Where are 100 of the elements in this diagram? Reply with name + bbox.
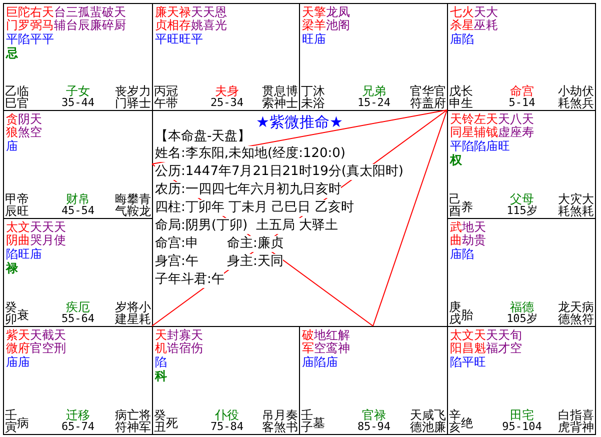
star-name: 天才 (498, 329, 510, 355)
stem-branch: 己酉 (449, 193, 461, 217)
deity-name: 官府 (434, 85, 446, 109)
brightness-row: 陷旺庙 (6, 248, 42, 261)
star-name: 天刑 (54, 329, 66, 355)
stem-branch: 丙午 (154, 85, 166, 109)
palace-name: 仆役 (215, 409, 239, 421)
star-name: 紫微 (6, 329, 18, 355)
deity-name: 官符 (410, 85, 422, 109)
brightness-row: 庙陷 (450, 33, 474, 46)
life-stage: 死 (166, 417, 178, 429)
sihua-mark: 忌 (6, 47, 18, 59)
palace-cell (152, 326, 300, 435)
star-name: 三台 (66, 6, 78, 32)
palace-name: 父母 (509, 193, 534, 205)
star-name: 地劫 (462, 221, 474, 247)
sihua-mark: 权 (450, 154, 462, 166)
star-name: 截空 (42, 329, 54, 355)
life-stage: 临官 (17, 85, 29, 109)
palace-cell (3, 3, 153, 111)
deity-name: 攀鞍 (127, 193, 139, 217)
brightness-row: 平陷平平 (6, 33, 54, 46)
star-name: 天福 (486, 329, 498, 355)
deity-name: 晦气 (115, 193, 127, 217)
star-name: 廉贞 (155, 6, 167, 32)
age-range: 105岁 (506, 313, 538, 325)
star-name: 旬空 (510, 329, 522, 355)
brightness-row: 陷平旺 (450, 356, 486, 369)
palace-cell (3, 110, 153, 219)
palace-cell (3, 218, 153, 327)
connector-line (372, 110, 448, 326)
sihua-mark: 禄 (6, 262, 18, 274)
chart-title: ★紫微推命★ (255, 114, 344, 130)
star-name: 大耗 (486, 6, 498, 32)
age-range: 75-84 (209, 421, 245, 433)
palace-name: 兄弟 (362, 85, 386, 97)
star-name: 擎羊 (314, 6, 326, 32)
deity-name: 大耗 (558, 193, 570, 217)
star-name: 地空 (314, 329, 326, 355)
stem-branch: 乙巳 (5, 85, 17, 109)
star-name: 贪狼 (6, 113, 18, 139)
deity-name: 博士 (286, 85, 298, 109)
star-name: 天魁 (474, 329, 486, 355)
life-stage: 冠带 (166, 85, 178, 109)
star-name: 太阳 (450, 329, 462, 355)
age-range: 35-44 (60, 97, 96, 109)
star-name: 阴煞 (18, 113, 30, 139)
star-name: 天钺 (486, 113, 498, 139)
palace-name: 官禄 (362, 409, 386, 421)
star-name: 禄存 (179, 6, 191, 32)
deity-name: 病符 (582, 301, 594, 325)
palace-name: 迁移 (66, 409, 90, 421)
star-name: 巨门 (6, 6, 18, 32)
palace-cell (447, 3, 596, 111)
stem-branch: 丁未 (301, 85, 313, 109)
palace-name: 命宫 (509, 85, 535, 97)
life-stage: 帝旺 (17, 193, 29, 217)
star-name: 太阴 (6, 221, 18, 247)
deity-name: 吊客 (262, 409, 274, 433)
age-range: 95-104 (501, 421, 543, 433)
star-name: 八座 (510, 113, 522, 139)
life-stage: 长生 (461, 85, 473, 109)
brightness-row: 平陷陷庙旺 (450, 140, 510, 153)
stem-branch: 戊申 (449, 85, 461, 109)
deity-name: 劫煞 (570, 85, 582, 109)
deity-name: 喜神 (582, 409, 594, 433)
brightness-row: 旺庙 (302, 33, 326, 46)
connector-line (152, 110, 448, 164)
star-name: 天姚 (191, 6, 203, 32)
sihua-mark: 科 (155, 370, 167, 382)
life-stage: 胎 (461, 309, 473, 321)
brightness-row: 庙陷 (450, 248, 474, 261)
stem-branch: 壬寅 (5, 409, 17, 433)
stem-branch: 癸丑 (154, 409, 166, 433)
star-name: 天机 (155, 329, 167, 355)
star-name: 台辅 (54, 6, 66, 32)
deity-name: 将军 (139, 409, 151, 433)
age-range: 45-54 (60, 205, 96, 217)
deity-name: 小耗 (558, 85, 570, 109)
star-name: 火星 (462, 6, 474, 32)
star-name: 恩光 (215, 6, 227, 32)
star-name: 天府 (18, 329, 30, 355)
star-name: 天哭 (30, 221, 42, 247)
brightness-row: 平旺旺平 (155, 33, 203, 46)
deity-name: 指背 (570, 409, 582, 433)
palace-name: 子女 (66, 85, 90, 97)
star-name: 右弼 (30, 6, 42, 32)
star-name: 天巫 (474, 6, 486, 32)
stem-branch: 壬子 (301, 409, 313, 433)
star-name: 解神 (338, 329, 350, 355)
palace-cell (447, 326, 596, 435)
deity-name: 灾煞 (570, 193, 582, 217)
star-name: 武曲 (450, 221, 462, 247)
star-name: 天虚 (498, 113, 510, 139)
palace-name: 疾厄 (66, 301, 90, 313)
deity-name: 青龙 (139, 193, 151, 217)
star-name: 天同 (450, 113, 462, 139)
star-name: 龙池 (326, 6, 338, 32)
deity-name: 月煞 (274, 409, 286, 433)
star-name: 天梁 (302, 6, 314, 32)
